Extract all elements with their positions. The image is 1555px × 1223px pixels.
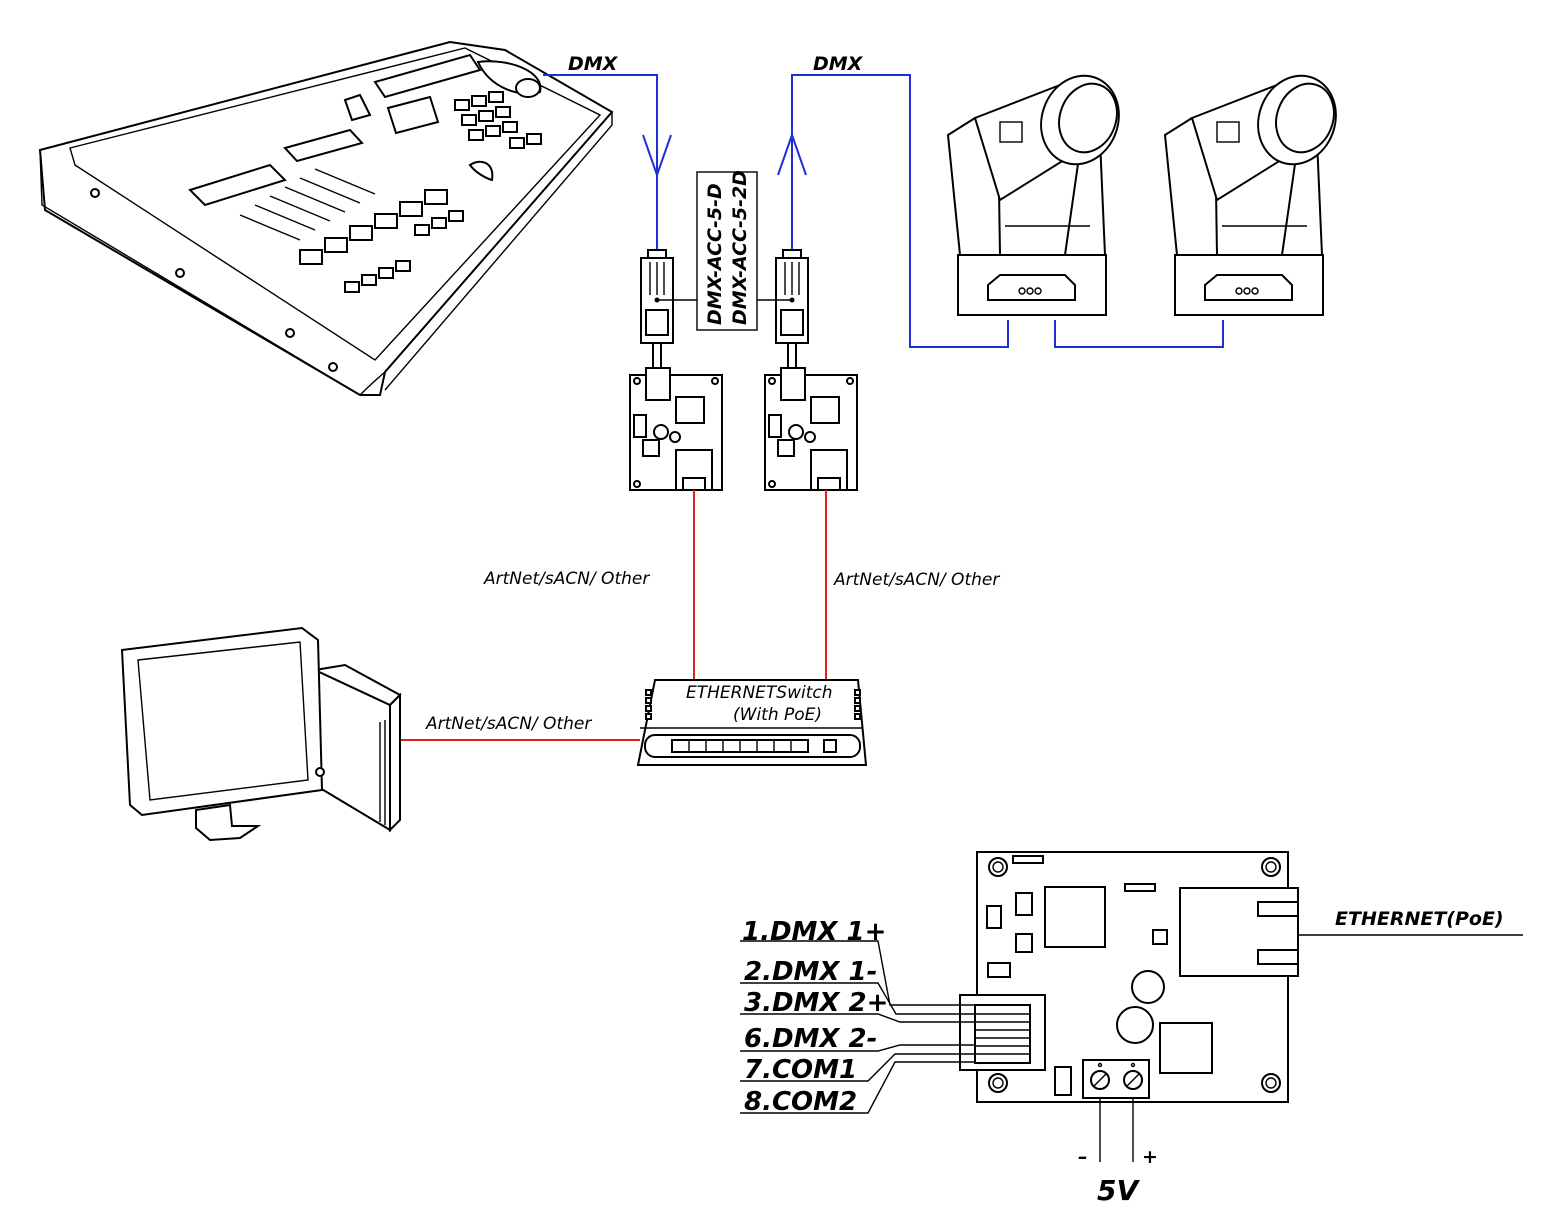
moving-head-light-icon [946, 74, 1120, 316]
model-label-1: DMX-ACC-5-D [704, 183, 726, 325]
pin-label-5: 7.COM1 [744, 1055, 857, 1085]
dmx-label-left: DMX [568, 53, 619, 75]
pin-label-2: 2.DMX 1- [744, 957, 877, 987]
moving-head-light-icon [1163, 74, 1337, 316]
switch-label-2: (With PoE) [733, 705, 822, 725]
pin-leader-lines [740, 940, 975, 1114]
ethernet-wires [400, 490, 827, 741]
terminal-block-icon [1082, 1059, 1150, 1162]
switch-label-1: ETHERNETSwitch [686, 683, 833, 703]
ethernet-switch-icon: ETHERNETSwitch (With PoE) [636, 679, 868, 766]
net-label-right: ArtNet/sACN/ Other [833, 570, 1000, 590]
xlr-connector-icon [775, 249, 809, 369]
pin-label-6: 8.COM2 [744, 1087, 857, 1117]
dmx-node-board-icon [764, 367, 858, 491]
pin-label-1: 1.DMX 1+ [742, 917, 886, 947]
pin-label-3: 3.DMX 2+ [744, 988, 888, 1018]
net-label-left: ArtNet/sACN/ Other [483, 569, 650, 589]
net-label-pc: ArtNet/sACN/ Other [425, 714, 592, 734]
ethernet-poe-label: ETHERNET(PoE) [1335, 908, 1504, 930]
lighting-console-icon [38, 40, 614, 396]
dmx-wires [543, 74, 1224, 348]
dmx-node-board-icon [959, 851, 1299, 1103]
minus-label: – [1078, 1146, 1088, 1168]
computer-monitor-icon [120, 626, 402, 842]
model-label-2: DMX-ACC-5-2D [729, 170, 751, 325]
xlr-connector-icon [640, 249, 674, 369]
model-label-box: DMX-ACC-5-D DMX-ACC-5-2D [696, 170, 758, 331]
pin-label-4: 6.DMX 2- [744, 1024, 877, 1054]
plus-label: + [1142, 1146, 1158, 1168]
voltage-label: 5V [1097, 1174, 1140, 1207]
dmx-label-right: DMX [813, 53, 864, 75]
dmx-node-board-icon [629, 367, 723, 491]
